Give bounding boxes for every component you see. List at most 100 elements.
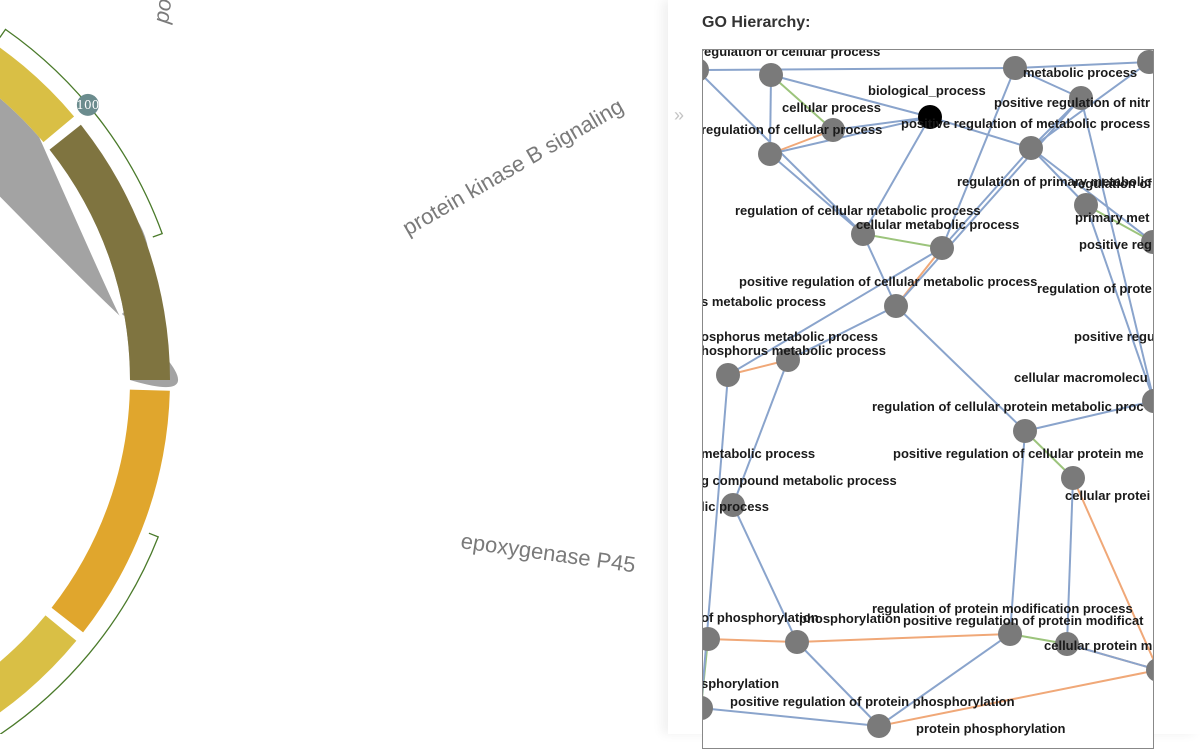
graph-node[interactable]: [703, 58, 709, 82]
graph-edge: [769, 74, 772, 155]
graph-node-label[interactable]: positive reg: [1079, 237, 1152, 252]
graph-node-selected[interactable]: [918, 105, 942, 129]
chord-label-epoxygenase[interactable]: epoxygenase P45: [459, 528, 637, 577]
badge-1: 100: [76, 93, 99, 116]
graph-edge: [895, 97, 1082, 307]
graph-node-label[interactable]: cellular macromolecu: [1014, 370, 1148, 385]
graph-node-label[interactable]: cellular process: [782, 100, 881, 115]
graph-node-label[interactable]: phosphorylation: [799, 611, 901, 626]
graph-edge: [732, 504, 798, 643]
graph-node-label[interactable]: regulation of cellular process: [703, 50, 880, 59]
graph-node-label[interactable]: sphorylation: [703, 676, 779, 691]
graph-node-label[interactable]: cellular protei: [1065, 488, 1150, 503]
graph-node[interactable]: [703, 696, 713, 720]
graph-edge: [862, 233, 943, 249]
graph-node[interactable]: [930, 236, 954, 260]
bracket-protein-kinase-b: [0, 28, 164, 238]
graph-node-label[interactable]: metabolic process: [703, 446, 815, 461]
arc-segment-top[interactable]: [0, 0, 75, 143]
graph-node-label[interactable]: osphorus metabolic process: [703, 329, 878, 344]
badge-circle-1: [76, 93, 99, 116]
graph-node[interactable]: [1061, 466, 1085, 490]
graph-node[interactable]: [851, 222, 875, 246]
arc-segment-protein-kinase-b[interactable]: [49, 124, 171, 380]
graph-node[interactable]: [703, 627, 720, 651]
graph-node-label[interactable]: cellular protein m: [1044, 638, 1152, 653]
go-hierarchy-graph[interactable]: regulation of cellular process metabolic …: [702, 49, 1154, 749]
graph-node-label[interactable]: regulation of primary metabolic: [957, 174, 1151, 189]
graph-edge: [1024, 400, 1153, 432]
graph-edge: [941, 147, 1032, 249]
graph-node-label[interactable]: regulation of cellular protein metabolic…: [872, 399, 1144, 414]
graph-node[interactable]: [776, 348, 800, 372]
graph-node-label[interactable]: protein phosphorylation: [916, 721, 1066, 736]
graph-edge: [1085, 204, 1153, 402]
graph-node-label[interactable]: biological_process: [868, 83, 986, 98]
graph-edge: [832, 116, 931, 131]
graph-node-label[interactable]: regulation of: [1073, 176, 1152, 191]
arc-segment-bottom[interactable]: [0, 615, 77, 734]
graph-edge: [878, 669, 1153, 727]
graph-edge: [769, 116, 931, 155]
graph-node[interactable]: [1137, 50, 1154, 74]
chord-diagram[interactable]: 100 100 po protein kinase B signaling ep…: [0, 0, 668, 734]
graph-node-label[interactable]: g compound metabolic process: [703, 473, 897, 488]
graph-node-label[interactable]: lic process: [703, 499, 769, 514]
arc-segment-epoxygenase[interactable]: [51, 389, 170, 633]
graph-node-label[interactable]: hosphorus metabolic process: [703, 343, 886, 358]
graph-node-label[interactable]: s metabolic process: [703, 294, 826, 309]
graph-node-label[interactable]: regulation of cellular process: [703, 122, 882, 137]
graph-node-label[interactable]: metabolic process: [1023, 65, 1137, 80]
graph-edge: [941, 67, 1016, 249]
graph-node[interactable]: [1141, 230, 1154, 254]
graph-node[interactable]: [1013, 419, 1037, 443]
graph-node-label[interactable]: regulation of protein modification proce…: [872, 601, 1133, 616]
graph-node-label[interactable]: positive regulation of protein modificat: [903, 613, 1144, 628]
graph-node[interactable]: [1055, 632, 1079, 656]
collapse-panel-icon[interactable]: »: [674, 105, 685, 125]
graph-node-label[interactable]: regulation of prote: [1037, 281, 1152, 296]
graph-edge: [1014, 61, 1150, 69]
chord-ribbon-left[interactable]: [0, 16, 120, 317]
graph-node[interactable]: [721, 493, 745, 517]
chord-label-top[interactable]: po: [148, 0, 176, 26]
graph-node[interactable]: [758, 142, 782, 166]
graph-edge: [895, 305, 1026, 432]
graph-node-label[interactable]: regulation of cellular metabolic process: [735, 203, 981, 218]
graph-nodes: regulation of cellular process metabolic …: [703, 50, 1154, 738]
graph-node-label[interactable]: of phosphorylation: [703, 610, 819, 625]
graph-node[interactable]: [716, 363, 740, 387]
graph-node-label[interactable]: positive regulation of nitr: [994, 95, 1150, 110]
graph-edge: [1085, 204, 1153, 243]
graph-node-label[interactable]: positive regulation of cellular protein …: [893, 446, 1144, 461]
graph-edge: [862, 233, 897, 307]
graph-node[interactable]: [1074, 193, 1098, 217]
graph-node[interactable]: [1142, 389, 1154, 413]
graph-edge: [878, 633, 1011, 727]
graph-node-label[interactable]: positive regulation of protein phosphory…: [730, 694, 1015, 709]
graph-edge: [703, 374, 729, 696]
graph-node-label[interactable]: positive regu: [1074, 329, 1154, 344]
graph-edge: [770, 74, 931, 118]
graph-edge: [770, 74, 834, 131]
graph-node[interactable]: [998, 622, 1022, 646]
graph-node-label[interactable]: positive regulation of cellular metaboli…: [739, 274, 1037, 289]
side-panel: » GO Hierarchy: regulation of cellular p…: [668, 0, 1200, 749]
graph-node[interactable]: [821, 118, 845, 142]
graph-node[interactable]: [785, 630, 809, 654]
graph-edge: [1066, 477, 1074, 645]
graph-node[interactable]: [1019, 136, 1043, 160]
graph-node[interactable]: [759, 63, 783, 87]
graph-node[interactable]: [867, 714, 891, 738]
graph-node-label[interactable]: positive regulation of metabolic process: [901, 116, 1150, 131]
graph-node[interactable]: [884, 294, 908, 318]
graph-node-label[interactable]: cellular metabolic process: [856, 217, 1019, 232]
graph-node-label[interactable]: primary met: [1075, 210, 1150, 225]
graph-edges: [703, 61, 1153, 727]
graph-edge: [1072, 477, 1153, 662]
graph-node[interactable]: [1069, 86, 1093, 110]
graph-node[interactable]: [1003, 56, 1027, 80]
chord-label-protein-kinase-b[interactable]: protein kinase B signaling: [398, 93, 628, 240]
badge-text-1: 100: [76, 98, 99, 112]
graph-node[interactable]: [1146, 658, 1154, 682]
